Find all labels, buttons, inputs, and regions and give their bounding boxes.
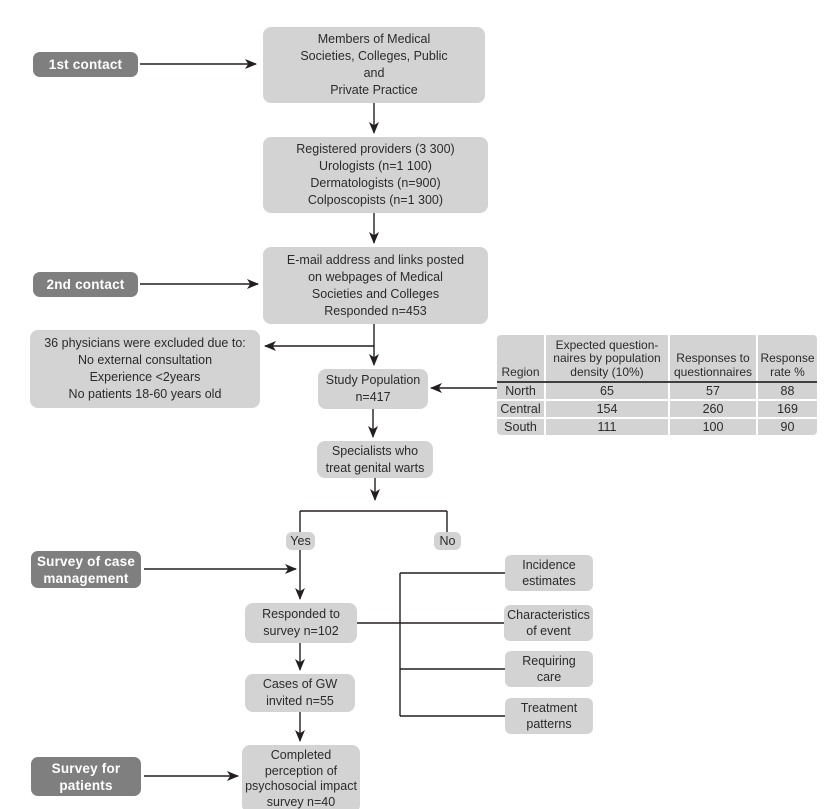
- table-cell-responses: 260: [670, 401, 756, 417]
- table-cell-rate: 88: [758, 383, 817, 399]
- table-cell-expected: 154: [546, 401, 668, 417]
- flow-box-excluded-physicians: 36 physicians were excluded due to: No e…: [30, 330, 260, 408]
- flow-box-email-links: E-mail address and links posted on webpa…: [263, 247, 488, 324]
- flow-box-specialists: Specialists who treat genital warts: [317, 441, 433, 478]
- flow-box-responded-survey: Responded to survey n=102: [245, 603, 357, 643]
- table-header-rule: [497, 381, 817, 383]
- flow-box-registered-providers: Registered providers (3 300) Urologists …: [263, 137, 488, 213]
- table-cell-rate: 90: [758, 419, 817, 435]
- stage-label-2nd-contact: 2nd contact: [33, 272, 138, 297]
- table-cell-responses: 100: [670, 419, 756, 435]
- flow-box-members: Members of Medical Societies, Colleges, …: [263, 27, 485, 103]
- topic-box-requiring-care: Requiring care: [505, 651, 593, 687]
- table-header-rate: Response rate %: [758, 335, 817, 381]
- table-cell-region: South: [497, 419, 544, 435]
- flow-box-no: No: [434, 532, 461, 550]
- table-cell-expected: 111: [546, 419, 668, 435]
- table-cell-region: Central: [497, 401, 544, 417]
- flow-box-study-population: Study Population n=417: [318, 369, 428, 409]
- table-cell-expected: 65: [546, 383, 668, 399]
- topic-box-treatment-patterns: Treatment patterns: [505, 698, 593, 734]
- flow-box-cases-gw: Cases of GW invited n=55: [245, 674, 355, 712]
- table-header-expected: Expected question- naires by population …: [546, 335, 668, 381]
- table-cell-region: North: [497, 383, 544, 399]
- flow-box-yes: Yes: [286, 532, 315, 550]
- table-cell-responses: 57: [670, 383, 756, 399]
- stage-label-survey-case-management: Survey of case management: [31, 551, 141, 588]
- table-header-responses: Responses to questionnaires: [670, 335, 756, 381]
- flow-box-completed-survey: Completed perception of psychosocial imp…: [242, 745, 360, 809]
- topic-box-characteristics: Characteristics of event: [504, 605, 593, 641]
- stage-label-1st-contact: 1st contact: [33, 52, 138, 77]
- stage-label-survey-patients: Survey for patients: [31, 757, 141, 796]
- table-cell-rate: 169: [758, 401, 817, 417]
- topic-box-incidence: Incidence estimates: [505, 555, 593, 591]
- region-response-table: Region Expected question- naires by popu…: [497, 335, 817, 435]
- table-header-region: Region: [497, 335, 544, 381]
